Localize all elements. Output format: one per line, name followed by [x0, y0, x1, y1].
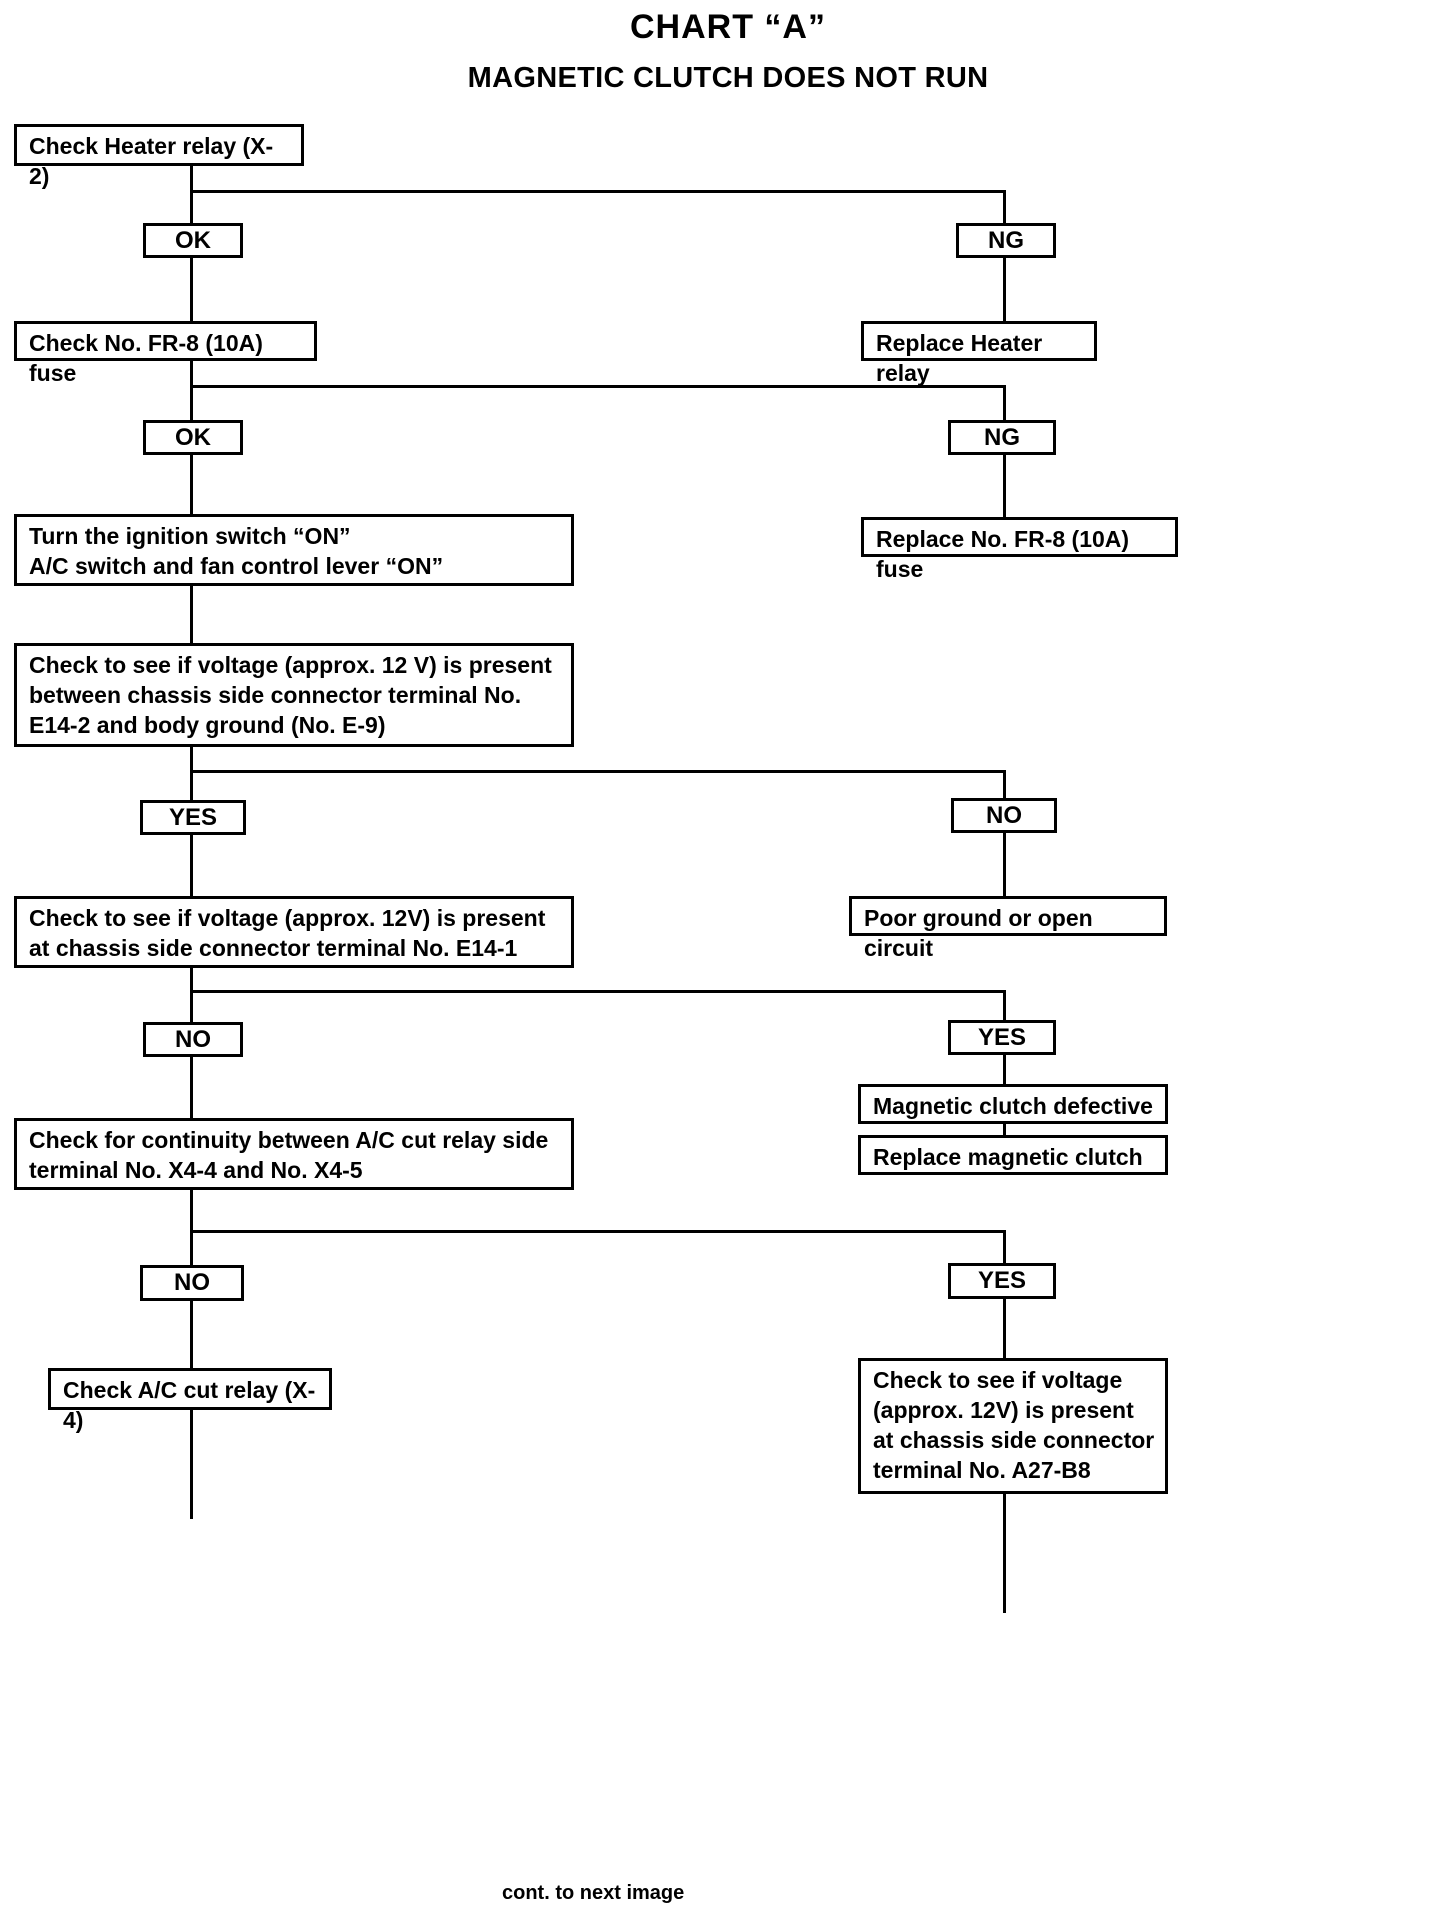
- node-check-fuse: Check No. FR-8 (10A) fuse: [14, 321, 317, 386]
- branch-yes-4: YES: [948, 1020, 1056, 1055]
- branch-yes-3: YES: [140, 800, 246, 835]
- connector-split-2: [190, 385, 1006, 388]
- page-subtitle: MAGNETIC CLUTCH DOES NOT RUN: [467, 62, 989, 94]
- connector-split-1: [190, 190, 1006, 193]
- branch-no-4: NO: [143, 1022, 243, 1057]
- connector-ng1-down: [1003, 257, 1006, 321]
- connector-ok2-down: [190, 454, 193, 517]
- connector-step3-down: [190, 585, 193, 643]
- branch-no-5: NO: [140, 1265, 244, 1301]
- connector-step4-down: [190, 746, 193, 806]
- continuation-note: cont. to next image: [502, 1882, 685, 1904]
- connector-no5-down: [190, 1300, 193, 1368]
- connector-left-tail: [190, 1409, 193, 1519]
- connector-step5-down: [190, 967, 193, 1025]
- node-check-voltage-a27-b8: Check to see if voltage (approx. 12V) is…: [858, 1358, 1168, 1494]
- node-replace-magnetic-clutch: Replace magnetic clutch: [858, 1135, 1168, 1175]
- node-check-voltage-e14-2: Check to see if voltage (approx. 12 V) i…: [14, 643, 574, 747]
- connector-step1-down: [190, 165, 193, 223]
- connector-split-3-right-down: [1003, 770, 1006, 805]
- connector-split-1-right-down: [1003, 190, 1006, 223]
- connector-yes3-down: [190, 834, 193, 896]
- node-magnetic-clutch-defective: Magnetic clutch defective: [858, 1084, 1168, 1124]
- branch-no-3: NO: [951, 798, 1057, 833]
- branch-ok-1: OK: [143, 223, 243, 258]
- branch-yes-5: YES: [948, 1263, 1056, 1299]
- connector-split-5-right-down: [1003, 1230, 1006, 1265]
- node-check-ac-cut-relay: Check A/C cut relay (X-4): [48, 1368, 332, 1433]
- connector-split-2-right-down: [1003, 385, 1006, 420]
- connector-yes5-down: [1003, 1298, 1006, 1358]
- connector-ng2-down: [1003, 454, 1006, 517]
- connector-step6-down: [190, 1189, 193, 1267]
- connector-no3-down: [1003, 832, 1006, 896]
- connector-no4-down: [190, 1056, 193, 1118]
- connector-ok1-down: [190, 257, 193, 321]
- branch-ng-2: NG: [948, 420, 1056, 455]
- connector-yes4-down: [1003, 1054, 1006, 1084]
- connector-split-4: [190, 990, 1006, 993]
- connector-split-5: [190, 1230, 1006, 1233]
- connector-split-4-right-down: [1003, 990, 1006, 1022]
- node-check-voltage-e14-1: Check to see if voltage (approx. 12V) is…: [14, 896, 574, 968]
- node-replace-fuse: Replace No. FR-8 (10A) fuse: [861, 517, 1178, 582]
- connector-split-3: [190, 770, 1006, 773]
- node-poor-ground: Poor ground or open circuit: [849, 896, 1167, 961]
- node-check-continuity-x4: Check for continuity between A/C cut rel…: [14, 1118, 574, 1190]
- connector-step2-down: [190, 360, 193, 420]
- node-turn-ignition: Turn the ignition switch “ON” A/C switch…: [14, 514, 574, 586]
- branch-ng-1: NG: [956, 223, 1056, 258]
- page-title: CHART “A”: [630, 8, 826, 46]
- node-replace-heater-relay: Replace Heater relay: [861, 321, 1097, 386]
- connector-right-tail: [1003, 1493, 1006, 1613]
- node-check-heater-relay: Check Heater relay (X-2): [14, 124, 304, 189]
- branch-ok-2: OK: [143, 420, 243, 455]
- connector-clutch-to-replace: [1003, 1123, 1006, 1137]
